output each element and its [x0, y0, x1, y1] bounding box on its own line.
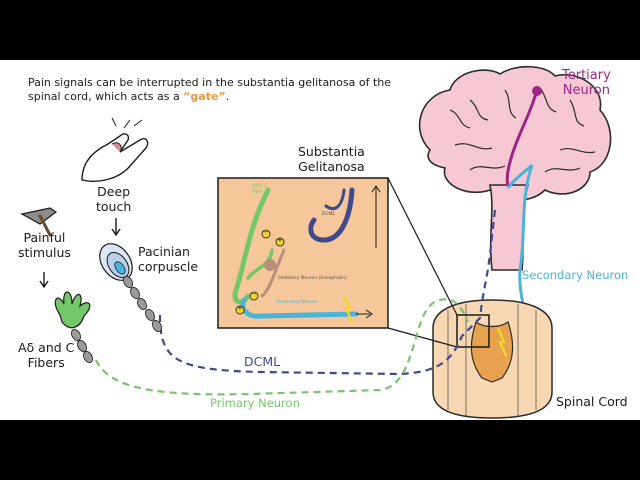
pacinian-corpuscle [99, 243, 162, 332]
label-pacinian-corpuscle: Pacinian corpuscle [138, 244, 199, 274]
zoom-line-bottom [387, 327, 458, 348]
inset-sign-plus-2: + [237, 304, 243, 312]
painful-stimulus-arrow [39, 272, 49, 289]
tertiary-neuron [505, 86, 542, 187]
label-painful-stimulus: Painful stimulus [18, 230, 71, 260]
label-deep-touch: Deep touch [96, 184, 132, 214]
inset-label-secondary: Secondary Neuron [276, 300, 318, 305]
caption-text: Pain signals can be interrupted in the s… [28, 76, 392, 103]
inset-label-dcml: DCML [322, 212, 335, 217]
diagram-canvas: Pain signals can be interrupted in the s… [0, 60, 640, 420]
hammer-icon [20, 207, 58, 237]
label-substantia-gelitanosa: Substantia Gelitanosa [298, 144, 365, 174]
caption: Pain signals can be interrupted in the s… [28, 76, 418, 104]
cerebrum [418, 65, 612, 201]
deep-touch-arrow [111, 218, 121, 237]
inset-sign-minus-2: − [251, 290, 257, 298]
label-tertiary-neuron: Tertiary Neuron [562, 68, 611, 98]
inset-sign-minus-1: − [263, 228, 269, 236]
label-dcml: DCML [244, 354, 281, 369]
caption-end: . [225, 90, 230, 103]
inset-sign-plus-1: + [277, 236, 283, 244]
signal-bolt-cord [496, 327, 508, 357]
label-primary-neuron: Primary Neuron [210, 396, 300, 410]
label-secondary-neuron: Secondary Neuron [522, 268, 629, 282]
diagram-graphics [20, 65, 612, 419]
primary-neuron-pathway [95, 298, 470, 396]
zoom-box [456, 314, 490, 348]
inset-label-inhibitory: Inhibitory Neuron (Enkephalin) [278, 276, 347, 281]
caption-gate-highlight: “gate” [183, 90, 226, 103]
tertiary-soma [532, 86, 542, 96]
label-fibers: Aδ and C Fibers [18, 340, 75, 370]
brain [418, 65, 612, 271]
signal-bolt-inset [342, 295, 354, 323]
inset-label-fibers: Aδ & C Fiber [252, 184, 268, 195]
free-nerve-ending [54, 291, 93, 363]
zoom-line-top [387, 177, 458, 316]
hand-icon [81, 117, 149, 182]
dcml-pathway [158, 209, 497, 376]
label-spinal-cord: Spinal Cord [556, 394, 628, 409]
spinal-cord [432, 299, 553, 419]
brain-gyri [449, 87, 596, 173]
inset-zoom [217, 177, 389, 329]
